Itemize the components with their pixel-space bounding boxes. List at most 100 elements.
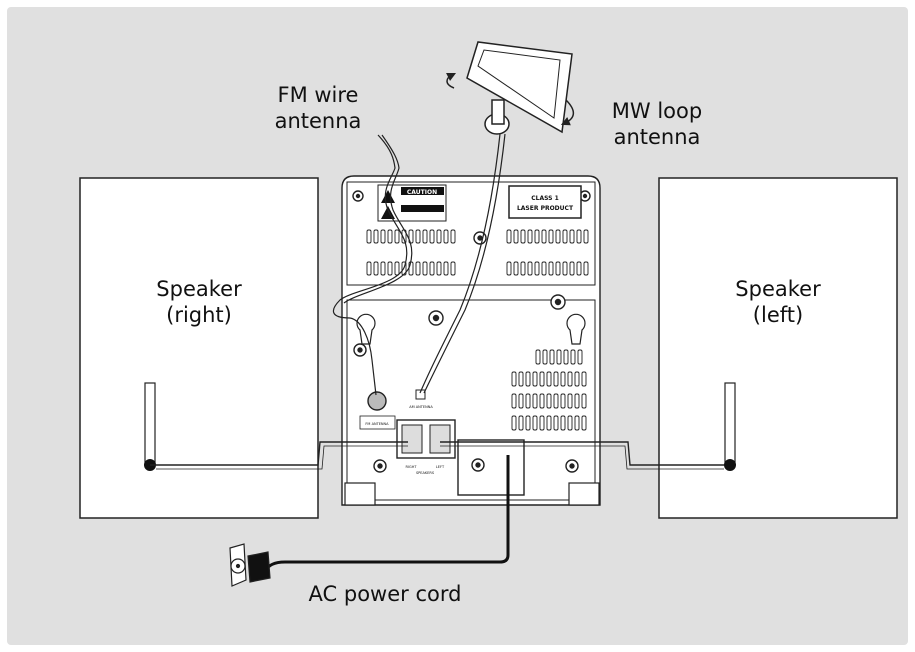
vent-slot xyxy=(553,415,559,431)
vent-slot xyxy=(560,393,566,409)
speaker-left-label: Speaker (left) xyxy=(735,277,821,327)
vent-slot xyxy=(569,261,575,276)
wall-outlet xyxy=(229,543,271,587)
vent-slot xyxy=(527,229,533,244)
unit-panel-text: LEFT xyxy=(436,465,445,469)
unit-panel-text: CAUTION xyxy=(407,189,437,196)
vent-slot xyxy=(518,371,524,387)
vent-slot xyxy=(443,261,449,276)
vent-slot xyxy=(366,229,372,244)
unit-panel-text: AM ANTENNA xyxy=(409,405,433,409)
vent-slot xyxy=(574,415,580,431)
vent-slot xyxy=(387,229,393,244)
vent-slot xyxy=(422,261,428,276)
unit-panel-text: CLASS 1 xyxy=(531,195,559,202)
vent-slot xyxy=(513,261,519,276)
speaker-right xyxy=(79,177,319,519)
vent-slot xyxy=(562,261,568,276)
vent-slot xyxy=(450,261,456,276)
vent-slot xyxy=(556,349,562,365)
vent-slot xyxy=(387,261,393,276)
vent-slot xyxy=(511,393,517,409)
vent-slot xyxy=(511,415,517,431)
vent-slot xyxy=(535,349,541,365)
vent-slot xyxy=(527,261,533,276)
vent-slot xyxy=(506,229,512,244)
vent-slot xyxy=(429,229,435,244)
foot-left xyxy=(344,482,376,506)
vent-slot xyxy=(525,371,531,387)
vent-slot xyxy=(567,415,573,431)
vent-slot xyxy=(567,393,573,409)
vent-slot xyxy=(574,393,580,409)
vent-slot xyxy=(560,371,566,387)
vent-slot xyxy=(518,415,524,431)
vent-slot xyxy=(541,229,547,244)
vent-slot xyxy=(576,229,582,244)
vent-slot xyxy=(553,393,559,409)
mw-loop-antenna-label: MW loop antenna xyxy=(611,99,703,149)
fm-wire-antenna-label: FM wire antenna xyxy=(274,83,362,133)
vent-slot xyxy=(532,371,538,387)
vent-slot xyxy=(548,261,554,276)
vent-slot xyxy=(380,261,386,276)
unit-panel-text: LASER PRODUCT xyxy=(517,205,574,212)
vent-rows-top xyxy=(366,229,589,276)
vent-slot xyxy=(450,229,456,244)
am-antenna-terminal xyxy=(415,389,426,400)
speaker-left-terminal xyxy=(724,459,736,471)
speaker-right-terminal-post xyxy=(144,382,156,466)
speaker-wires xyxy=(150,441,724,470)
vent-slot xyxy=(532,415,538,431)
class-1-label xyxy=(508,185,582,219)
vent-slot xyxy=(534,261,540,276)
unit-panel-text: RIGHT xyxy=(406,465,418,469)
main-unit xyxy=(341,175,601,506)
fm-wire-antenna xyxy=(332,134,413,396)
vent-slot xyxy=(518,393,524,409)
vent-slot xyxy=(520,261,526,276)
vent-slot xyxy=(541,261,547,276)
vent-slot xyxy=(581,393,587,409)
unit-panel-text: SPEAKERS xyxy=(416,471,435,475)
vent-slot xyxy=(548,229,554,244)
vent-slot xyxy=(581,415,587,431)
vent-slot xyxy=(380,229,386,244)
vent-slot xyxy=(511,371,517,387)
vent-slot xyxy=(539,371,545,387)
wall-mount-hole-left xyxy=(356,313,376,345)
vent-slot xyxy=(546,393,552,409)
vent-slot xyxy=(567,371,573,387)
vent-slot xyxy=(577,349,583,365)
speaker-left xyxy=(658,177,898,519)
speaker-right-label: Speaker (right) xyxy=(156,277,242,327)
vent-slot xyxy=(532,393,538,409)
vent-slot xyxy=(429,261,435,276)
vent-slot xyxy=(539,415,545,431)
vent-slot xyxy=(581,371,587,387)
wall-mount-hole-right xyxy=(566,313,586,345)
vent-slot xyxy=(520,229,526,244)
unit-panel-text: FM ANTENNA xyxy=(365,422,389,426)
vent-slot xyxy=(415,229,421,244)
vent-slot xyxy=(553,371,559,387)
ac-power-cord-label: AC power cord xyxy=(308,582,462,606)
power-plug xyxy=(247,551,271,583)
vent-slot xyxy=(534,229,540,244)
foot-right xyxy=(568,482,600,506)
vent-slot xyxy=(506,261,512,276)
vent-slot xyxy=(436,229,442,244)
vent-slot xyxy=(560,415,566,431)
vent-slot xyxy=(546,371,552,387)
vent-slot xyxy=(513,229,519,244)
mw-loop-antenna xyxy=(445,41,575,135)
vent-slot xyxy=(555,261,561,276)
vent-slot xyxy=(549,349,555,365)
vent-slot xyxy=(542,349,548,365)
vent-slot xyxy=(569,229,575,244)
vent-slot xyxy=(583,229,589,244)
ac-power-housing xyxy=(457,439,525,496)
vent-slot xyxy=(443,229,449,244)
vent-slot xyxy=(422,229,428,244)
